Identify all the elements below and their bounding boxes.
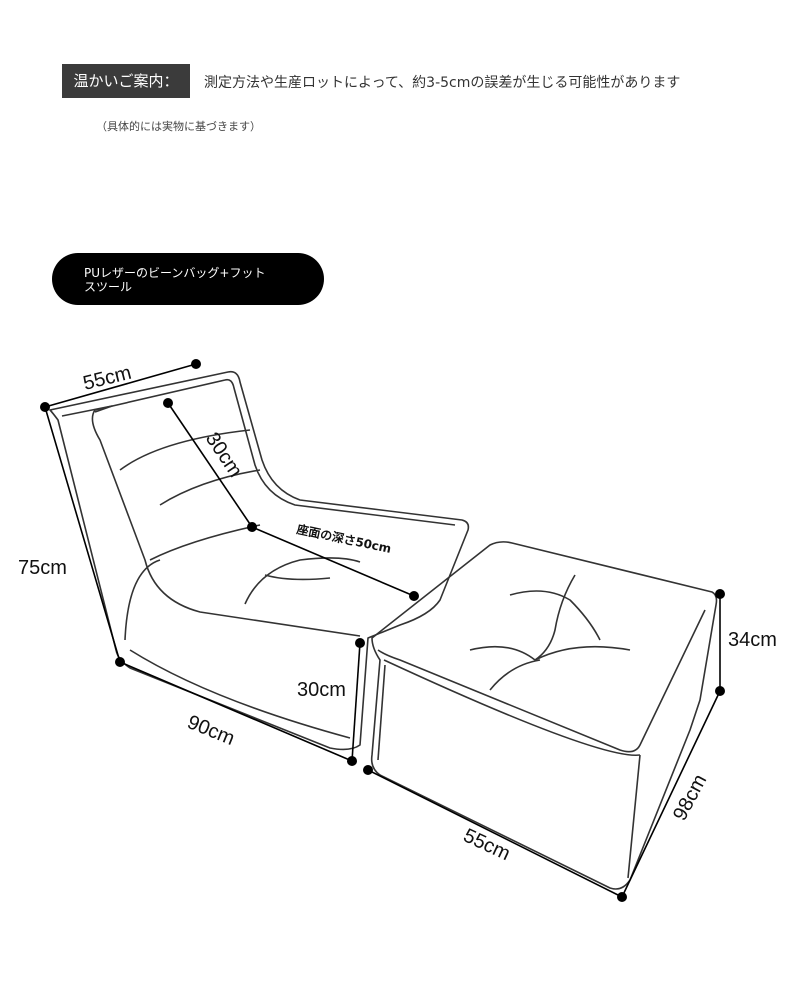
product-name-pill: PUレザーのビーンバッグ+フット スツール	[52, 253, 324, 305]
dimension-points	[40, 359, 725, 902]
dim-stool-width: 55cm	[460, 825, 514, 866]
dim-chair-height: 75cm	[18, 557, 67, 579]
notice-label: 温かいご案内：	[62, 64, 190, 98]
dim-stool-length: 98cm	[669, 771, 711, 825]
dim-seat-height: 30cm	[297, 679, 346, 701]
notice-text: 測定方法や生産ロットによって、約3-5cmの誤差が生じる可能性があります	[204, 75, 681, 91]
dim-stool-height: 34cm	[728, 629, 777, 651]
product-name-line1: PUレザーのビーンバッグ+フット	[84, 266, 266, 280]
product-name-line2: スツール	[84, 280, 133, 294]
dim-backrest: 30cm	[201, 428, 247, 481]
notice-subtext: （具体的には実物に基づきます）	[96, 120, 261, 133]
stool-drawing	[370, 541, 718, 890]
chair-drawing	[49, 370, 470, 751]
dim-chair-length: 90cm	[184, 711, 238, 750]
dimension-lines	[44, 363, 721, 898]
